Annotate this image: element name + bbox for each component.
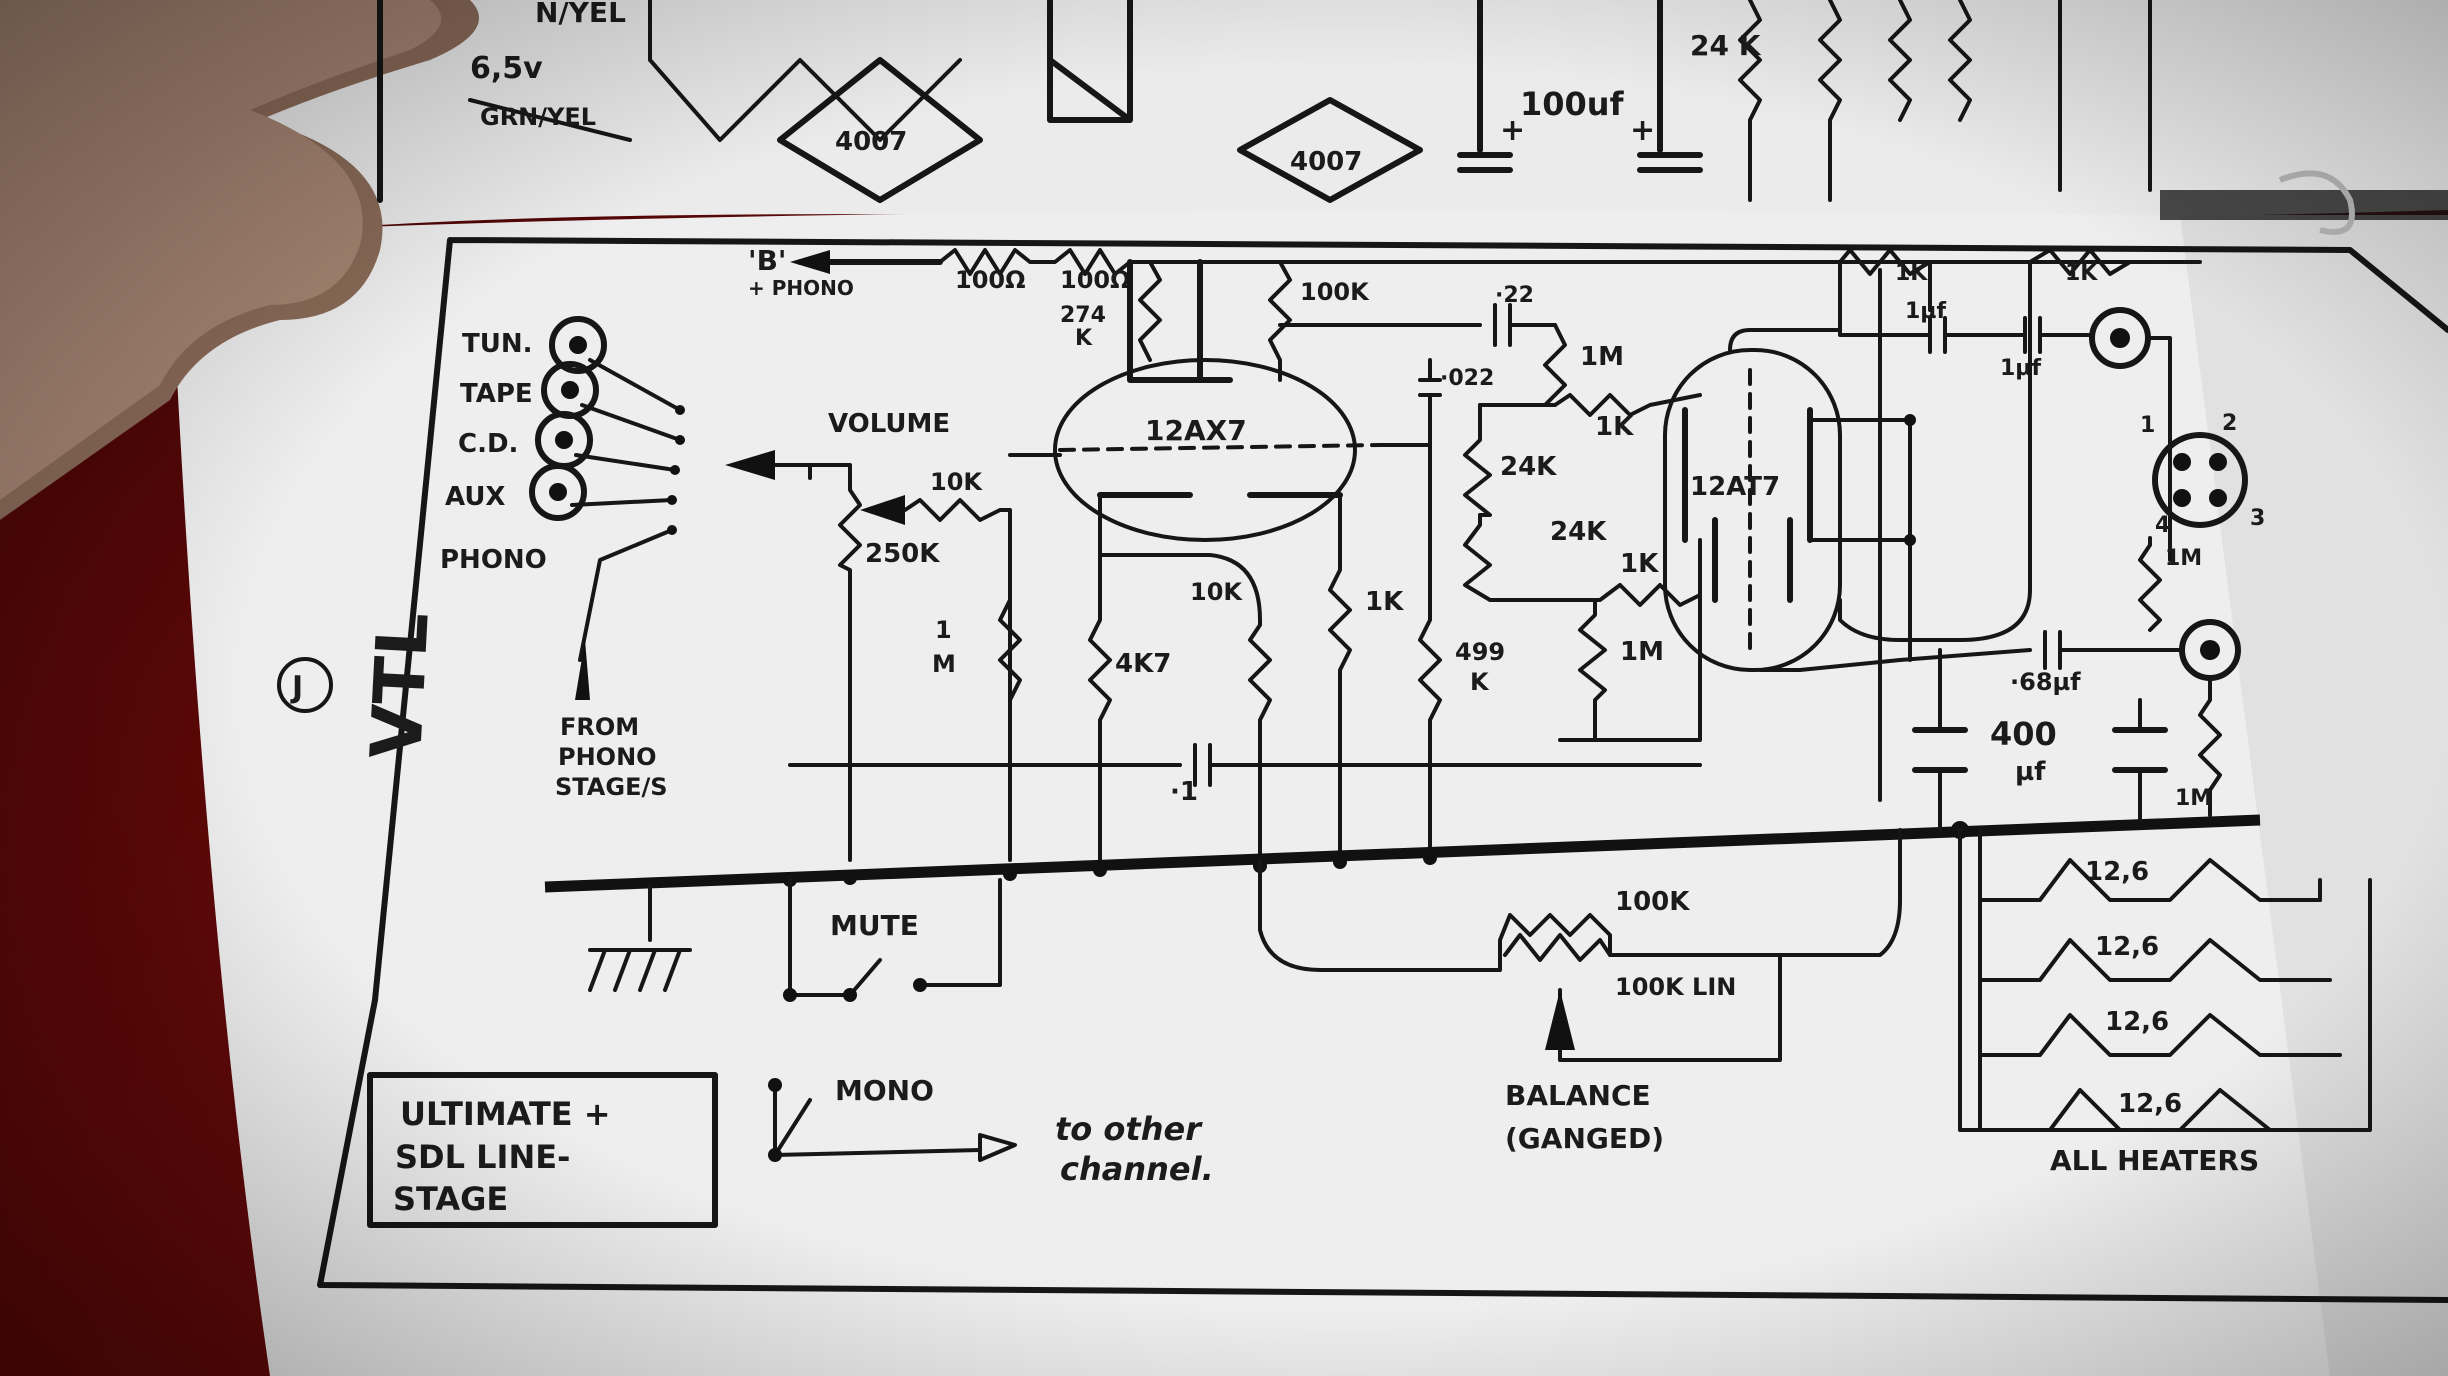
r-100a-label: 100Ω [955, 266, 1026, 294]
c-0022-label: ·022 [1440, 366, 1494, 391]
title-line-2: SDL LINE- [395, 1138, 570, 1176]
r-10k-label: 10K [1190, 578, 1243, 606]
r-100k-top-label: 100K [1300, 278, 1370, 306]
r-24k-b-label: 24K [1550, 517, 1607, 547]
r-100b-label: 100Ω [1060, 266, 1131, 294]
input-label-tape: TAPE [460, 379, 533, 409]
top-cap-label: 100uf [1520, 85, 1625, 123]
r-24k-a-label: 24K [1500, 452, 1557, 482]
r-1k-top2-label: 1K [2065, 261, 2098, 286]
pin-4-label: 4 [2155, 513, 2170, 538]
tube-12at7-label: 12AT7 [1690, 472, 1780, 502]
mono-label: MONO [835, 1074, 934, 1107]
r-4k7-label: 4K7 [1115, 649, 1171, 679]
c-068-label: ·68µf [2010, 668, 2081, 696]
c-1uf-a-label: 1µf [1905, 299, 1946, 324]
c-400-label-2: µf [2015, 757, 2046, 787]
pin-3-label: 3 [2250, 506, 2265, 531]
top-plus-2: + [1630, 113, 1655, 148]
r-1m-out2-label: 1M [2175, 786, 2212, 811]
to-other-2: channel. [1060, 1150, 1214, 1188]
heater-1-label: 12,6 [2085, 857, 2149, 887]
c-022-label: ·22 [1495, 283, 1534, 308]
r-274k-label-1: 274 [1060, 303, 1106, 328]
c-1uf-b-label: 1µf [2000, 356, 2041, 381]
top-plus-1: + [1500, 113, 1525, 148]
r-1m-left-label-2: M [932, 650, 956, 678]
supply-rail-sub: + PHONO [748, 276, 854, 300]
r-1m-top-label: 1M [1580, 342, 1624, 372]
title-line-3: STAGE [393, 1180, 508, 1218]
r-499k-label-1: 499 [1455, 638, 1505, 666]
r-100k-bal-label: 100K [1615, 887, 1690, 917]
c-01-label: ·1 [1170, 777, 1198, 807]
top-wire-label-3: GRN/YEL [480, 103, 596, 131]
r-1k-a-label: 1K [1595, 412, 1634, 442]
r-1m-out-label: 1M [2165, 546, 2202, 571]
r-274k-label-2: K [1075, 326, 1093, 351]
logo-text: VTL [355, 610, 445, 761]
top-wire-label-1: N/YEL [535, 0, 626, 29]
r-1k-b-label: 1K [1620, 549, 1659, 579]
balance-label-2: (GANGED) [1505, 1122, 1664, 1155]
from-phono-1: FROM [560, 713, 639, 741]
top-wire-label-2: 6,5v [470, 51, 543, 86]
top-diode-label-2: 4007 [1290, 147, 1362, 177]
r-1m-mid-label: 1M [1620, 637, 1664, 667]
r-1k-top1-label: 1K [1895, 261, 1928, 286]
from-phono-2: PHONO [558, 743, 657, 771]
mute-label: MUTE [830, 909, 919, 942]
input-label-aux: AUX [445, 482, 505, 512]
heater-4-label: 12,6 [2118, 1089, 2182, 1119]
svg-text:J: J [290, 670, 303, 705]
r-1m-left-label-1: 1 [935, 616, 952, 644]
r-250k-label: 250K [865, 539, 940, 569]
title-line-1: ULTIMATE + [400, 1095, 611, 1133]
all-heaters-label: ALL HEATERS [2050, 1144, 2259, 1177]
tube-12ax7-label: 12AX7 [1145, 414, 1247, 447]
top-diode-label-1: 4007 [835, 127, 907, 157]
to-other-1: to other [1055, 1110, 1203, 1148]
input-label-phono: PHONO [440, 545, 547, 575]
pin-2-label: 2 [2222, 411, 2237, 436]
r-10k-vol-label: 10K [930, 468, 983, 496]
input-label-tun: TUN. [462, 329, 532, 359]
balance-label-1: BALANCE [1505, 1079, 1651, 1112]
heater-2-label: 12,6 [2095, 932, 2159, 962]
heater-3-label: 12,6 [2105, 1007, 2169, 1037]
c-400-label-1: 400 [1990, 715, 2057, 753]
from-phono-3: STAGE/S [555, 773, 668, 801]
top-resistor-label: 24 K [1690, 29, 1762, 62]
pin-1-label: 1 [2140, 413, 2155, 438]
r-1k-c-label: 1K [1365, 587, 1404, 617]
page-gutter [2160, 190, 2448, 220]
r-499k-label-2: K [1470, 668, 1490, 696]
volume-label: VOLUME [828, 409, 950, 439]
input-label-cd: C.D. [458, 429, 518, 459]
r-100k-lin-label: 100K LIN [1615, 973, 1736, 1001]
supply-rail-label: 'B' [748, 244, 787, 277]
